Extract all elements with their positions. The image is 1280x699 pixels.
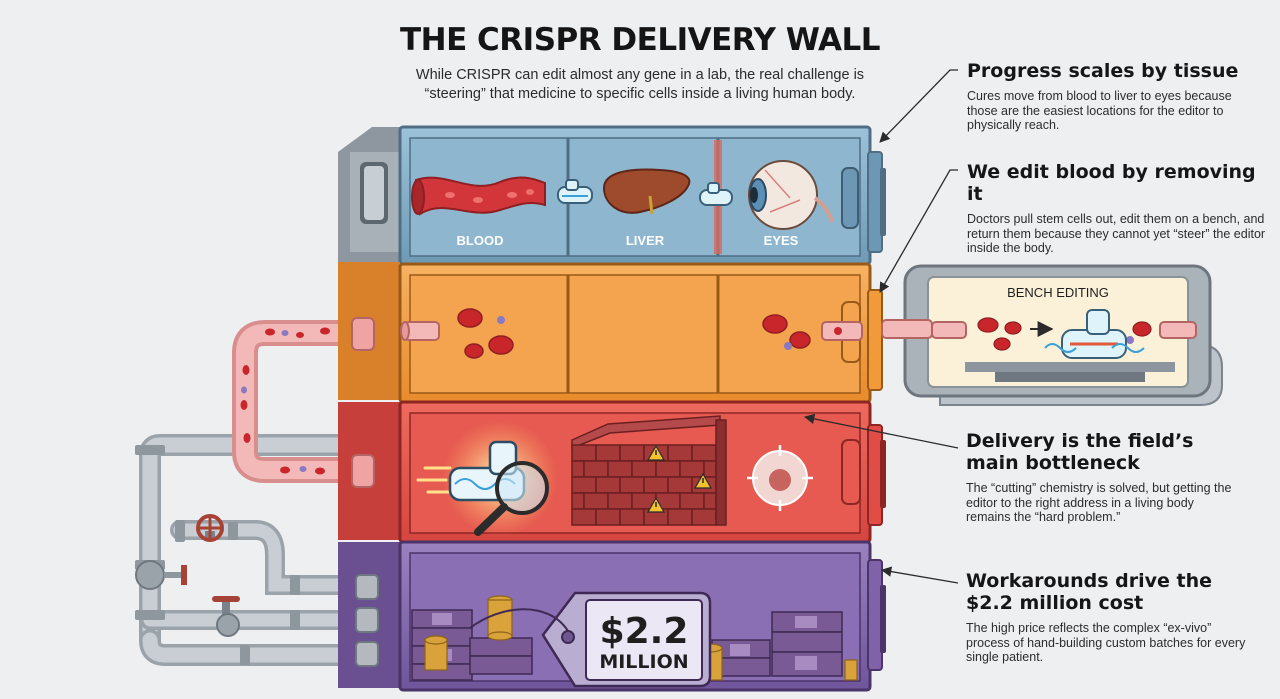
- speed-lines-icon: [416, 466, 452, 494]
- bench-editing-label: BENCH EDITING: [1007, 285, 1109, 300]
- callout-heading: Workarounds drive the $2.2 million cost: [966, 570, 1213, 614]
- editor-capsule-icon: [557, 179, 593, 204]
- eye-icon: [748, 160, 834, 230]
- liver-icon: [602, 168, 691, 215]
- callout-progress-by-tissue: Progress scales by tissue Cures move fro…: [967, 60, 1247, 133]
- warning-sign-icon: [646, 444, 666, 461]
- price-amount: $2.2: [600, 611, 689, 652]
- callout-body: Doctors pull stem cells out, edit them o…: [967, 212, 1266, 255]
- red-blood-cells-icon: [457, 308, 811, 359]
- magnifying-glass-icon: [474, 461, 549, 536]
- tier-ex-vivo: [338, 262, 883, 404]
- page-title: THE CRISPR DELIVERY WALL: [399, 22, 881, 58]
- valve-wheel-icon: [196, 514, 224, 542]
- callout-edit-blood: We edit blood by removing it Doctors pul…: [967, 161, 1267, 256]
- callout-pointers: [803, 69, 959, 584]
- price-unit: MILLION: [599, 651, 688, 673]
- callout-body: The high price reflects the complex “ex-…: [966, 621, 1246, 664]
- callout-heading: Delivery is the field’s main bottleneck: [966, 430, 1194, 474]
- blood-sample-tube-icon: [821, 321, 863, 341]
- editor-capsule-icon: [699, 182, 733, 206]
- warning-sign-icon: [693, 472, 713, 489]
- valve-handle-icon: [212, 596, 240, 637]
- tissue-label-liver: LIVER: [626, 233, 665, 248]
- tissue-label-eyes: EYES: [764, 233, 799, 248]
- tissue-label-blood: BLOOD: [457, 233, 504, 248]
- blood-sample-tube-icon: [400, 321, 440, 341]
- pipe-network: [135, 320, 371, 666]
- pipe-couplings: [351, 317, 379, 667]
- callout-heading: We edit blood by removing it: [967, 161, 1256, 205]
- callout-cost: Workarounds drive the $2.2 million cost …: [966, 570, 1246, 665]
- callout-body: Cures move from blood to liver to eyes b…: [967, 89, 1232, 132]
- bench-editing-box: BENCH EDITING: [881, 264, 1223, 406]
- callout-delivery-bottleneck: Delivery is the field’s main bottleneck …: [966, 430, 1236, 525]
- callout-body: The “cutting” chemistry is solved, but g…: [966, 481, 1232, 524]
- price-tag-icon: $2.2 MILLION: [469, 591, 712, 688]
- target-cell-icon: [747, 445, 813, 511]
- blood-vessel-icon: [411, 176, 546, 216]
- pressure-gauge-icon: [135, 560, 187, 590]
- callout-heading: Progress scales by tissue: [967, 60, 1239, 82]
- bench-editor-device-icon: [1044, 309, 1145, 359]
- page-subtitle: While CRISPR can edit almost any gene in…: [415, 67, 865, 102]
- brick-wall: [571, 415, 727, 526]
- warning-sign-icon: [646, 496, 666, 513]
